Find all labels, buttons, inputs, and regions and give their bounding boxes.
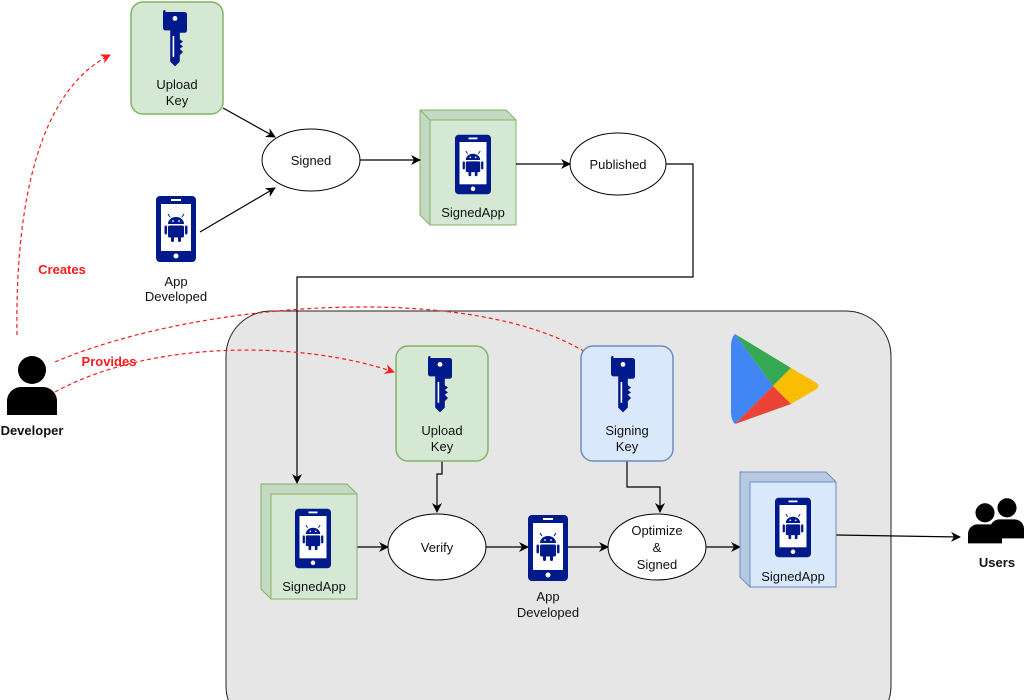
- creates-label: Creates: [38, 262, 86, 277]
- optimize-signed-node: [607, 513, 707, 581]
- flow-arrows: [199, 107, 961, 552]
- android-phone-icon: [155, 196, 197, 262]
- app-developed-label: App: [164, 274, 187, 289]
- android-phone-icon: [455, 134, 491, 195]
- android-phone-icon: [775, 497, 811, 558]
- optimize-label: &: [653, 540, 662, 555]
- upload-key-label: Upload: [156, 77, 197, 92]
- app-developed-label: App: [536, 589, 559, 604]
- signed-app-out: SignedApp: [739, 471, 837, 588]
- optimize-label: Signed: [637, 557, 677, 572]
- provides-label: Provides: [82, 354, 137, 369]
- developer-icon: [7, 356, 57, 415]
- upload-key-play: Upload Key: [395, 345, 489, 462]
- signed-app-label: SignedApp: [282, 579, 346, 594]
- verify-label: Verify: [421, 540, 454, 555]
- android-phone-icon: [295, 508, 331, 569]
- upload-key-label: Upload: [421, 423, 462, 438]
- signed-label: Signed: [291, 153, 331, 168]
- optimize-label: Optimize: [631, 523, 682, 538]
- signing-key: Signing Key: [580, 345, 674, 462]
- signed-app-in: SignedApp: [260, 483, 358, 600]
- google-play-logo-icon: [731, 334, 819, 424]
- developer-dashed-links: [16, 54, 594, 393]
- users-icon: [968, 498, 1024, 544]
- upload-key-label: Key: [431, 439, 454, 454]
- published-label: Published: [589, 157, 646, 172]
- verify-node: [387, 513, 487, 581]
- signing-key-label: Signing: [605, 423, 648, 438]
- android-phone-icon: [528, 514, 568, 582]
- developer-label: Developer: [1, 423, 64, 438]
- app-developed-label: Developed: [517, 605, 579, 620]
- signing-key-label: Key: [616, 439, 639, 454]
- users-label: Users: [979, 555, 1015, 570]
- upload-key-top: Upload Key: [130, 1, 224, 115]
- app-developed-label: Developed: [145, 289, 207, 304]
- signed-app-label: SignedApp: [441, 205, 505, 220]
- google-play-container: [225, 310, 892, 700]
- upload-key-label: Key: [166, 93, 189, 108]
- signed-app-top: SignedApp: [419, 109, 517, 226]
- signed-app-label: SignedApp: [761, 569, 825, 584]
